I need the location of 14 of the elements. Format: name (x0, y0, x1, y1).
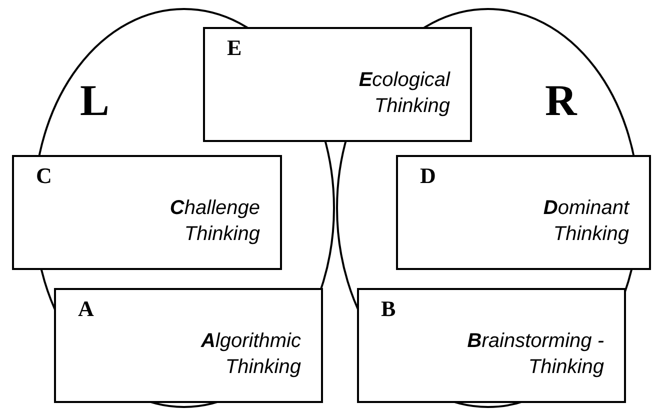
thinking-label: Algorithmic Thinking (200, 329, 301, 380)
thinking-label: Challenge Thinking (168, 196, 260, 247)
side-letter: L (80, 75, 110, 126)
side-letter: R (545, 75, 577, 126)
thinking-box (12, 155, 282, 270)
box-letter: E (227, 35, 242, 61)
thinking-label: Ecological Thinking (358, 68, 450, 119)
thinking-label: Dominant Thinking (542, 196, 629, 247)
box-letter: A (78, 296, 94, 322)
box-letter: D (420, 163, 436, 189)
thinking-label: Brainstorming - Thinking (466, 329, 604, 380)
box-letter: B (381, 296, 396, 322)
thinking-box (203, 27, 472, 142)
box-letter: C (36, 163, 52, 189)
